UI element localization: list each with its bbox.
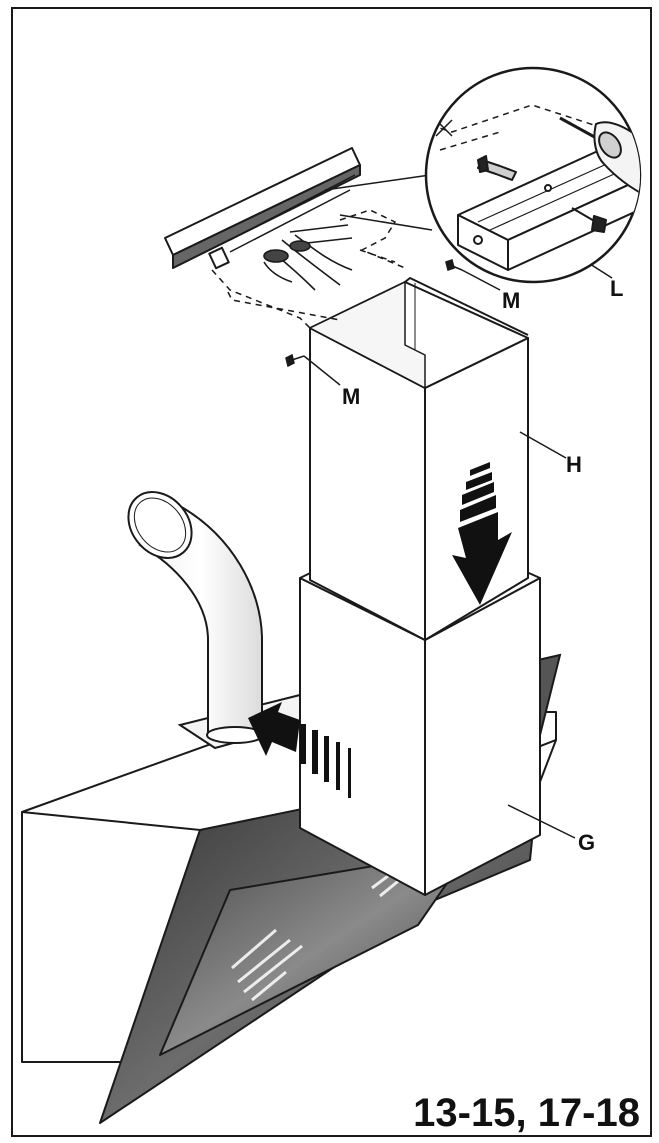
label-screw-left-m: M <box>342 384 360 409</box>
step-numbers: 13-15, 17-18 <box>413 1091 640 1135</box>
power-cables <box>263 224 353 291</box>
wall-plug <box>477 155 517 181</box>
bracket-screw <box>571 207 607 233</box>
drill-icon <box>559 116 640 196</box>
label-bracket-l: L <box>610 276 623 301</box>
left-arrow-icon <box>248 702 351 798</box>
zoom-leaders <box>324 174 433 231</box>
label-screw-top-m: M <box>502 288 520 313</box>
down-arrow-icon <box>452 462 512 605</box>
detail-magnifier <box>424 66 642 284</box>
label-lower-chimney-g: G <box>578 830 595 855</box>
page-border <box>11 7 652 1137</box>
alignment-guides <box>211 209 406 329</box>
label-upper-chimney-h: H <box>566 452 582 477</box>
wall-bracket <box>164 147 361 270</box>
upper-chimney-h <box>309 277 529 641</box>
screw-top <box>445 259 463 271</box>
screw-left <box>285 353 305 368</box>
exhaust-pipe <box>127 491 264 744</box>
